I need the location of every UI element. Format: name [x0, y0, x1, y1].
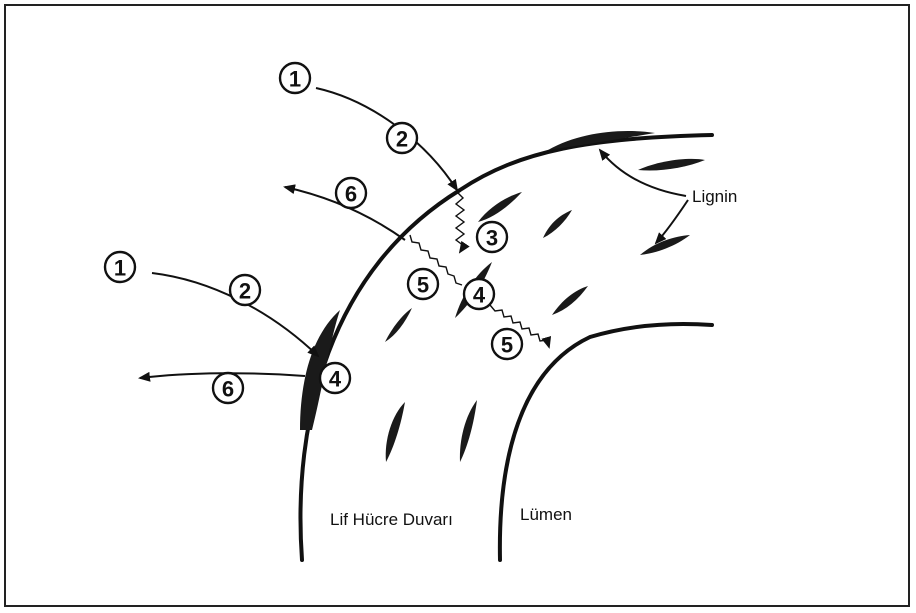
step-number: 6 [345, 182, 357, 207]
step-marker-6a: 6 [336, 178, 366, 208]
step-number: 2 [239, 279, 251, 304]
lignin-deposit-8 [386, 402, 405, 462]
step-number: 5 [501, 333, 513, 358]
lignin-deposit-2 [478, 192, 522, 222]
lignin-deposit-1 [638, 159, 705, 171]
lignin-deposit-9 [460, 400, 477, 462]
lignin-deposit-6 [552, 286, 588, 315]
lumen-wall-line [500, 324, 712, 560]
step-marker-6b: 6 [213, 373, 243, 403]
step-marker-4a: 4 [464, 279, 494, 309]
lignin-deposit-7 [385, 308, 412, 342]
lignin-pointer-1 [600, 150, 686, 196]
step-marker-5a: 5 [408, 269, 438, 299]
step-number: 5 [417, 273, 429, 298]
step-marker-2a: 2 [387, 123, 417, 153]
lignin-deposit-4 [640, 235, 690, 255]
step-number: 1 [289, 67, 301, 92]
cell-wall-label: Lif Hücre Duvarı [330, 510, 453, 529]
step-number: 6 [222, 377, 234, 402]
lignin-deposit-3 [543, 210, 572, 238]
step-marker-4b: 4 [320, 363, 350, 393]
step-number: 4 [329, 367, 342, 392]
lignin-label: Lignin [692, 187, 737, 206]
diffusion-path-into-wall [456, 192, 464, 252]
step-marker-1b: 1 [105, 252, 135, 282]
step-number: 4 [473, 283, 486, 308]
lumen-label: Lümen [520, 505, 572, 524]
step-marker-2b: 2 [230, 275, 260, 305]
step-marker-1a: 1 [280, 63, 310, 93]
step-number: 1 [114, 256, 126, 281]
step-number: 2 [396, 127, 408, 152]
step-marker-3: 3 [477, 222, 507, 252]
step-marker-5b: 5 [492, 329, 522, 359]
step-number: 3 [486, 226, 498, 251]
